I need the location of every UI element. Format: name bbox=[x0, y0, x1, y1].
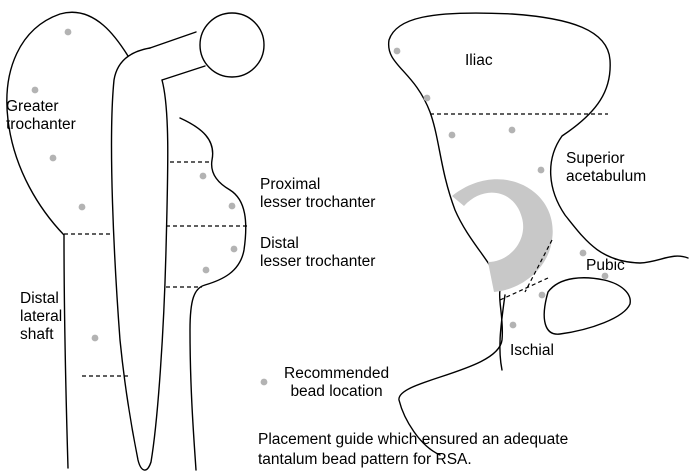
bead-marker bbox=[449, 132, 456, 139]
bead-marker bbox=[539, 292, 546, 299]
stem-neck bbox=[150, 32, 205, 80]
figure-caption: Placement guide which ensured an adequat… bbox=[258, 430, 568, 470]
bead-marker bbox=[32, 87, 39, 94]
bead-marker bbox=[509, 127, 516, 134]
acetabular-cup bbox=[452, 179, 553, 292]
bead-marker bbox=[92, 335, 99, 342]
legend-bead-marker bbox=[261, 379, 268, 386]
label-distal-lesser-trochanter: Distal lesser trochanter bbox=[260, 235, 375, 271]
label-iliac: Iliac bbox=[465, 52, 493, 70]
bead-marker bbox=[200, 173, 207, 180]
bead-marker bbox=[394, 48, 401, 55]
bead-marker bbox=[538, 167, 545, 174]
bead-marker bbox=[203, 267, 210, 274]
femur-figure bbox=[7, 12, 264, 470]
obturator-foramen bbox=[544, 278, 630, 334]
bead-marker bbox=[424, 95, 431, 102]
bead-marker bbox=[65, 29, 72, 36]
label-pubic: Pubic bbox=[586, 257, 625, 275]
label-superior-acetabulum: Superior acetabulum bbox=[566, 150, 646, 186]
pelvis-figure bbox=[389, 13, 688, 455]
prosthesis-stem bbox=[112, 48, 168, 470]
bead-marker bbox=[510, 322, 517, 329]
label-distal-lateral-shaft: Distal lateral shaft bbox=[20, 290, 62, 344]
bead-marker bbox=[580, 250, 587, 257]
femoral-head bbox=[200, 13, 264, 77]
bead-marker bbox=[79, 204, 86, 211]
legend-text: Recommended bead location bbox=[284, 365, 389, 401]
femur-outline bbox=[7, 12, 246, 470]
bead-marker bbox=[231, 246, 238, 253]
label-proximal-lesser-trochanter: Proximal lesser trochanter bbox=[260, 176, 375, 212]
label-ischial: Ischial bbox=[510, 342, 554, 360]
bead-marker bbox=[229, 203, 236, 210]
bead-marker bbox=[50, 155, 57, 162]
label-greater-trochanter: Greater trochanter bbox=[6, 98, 76, 134]
